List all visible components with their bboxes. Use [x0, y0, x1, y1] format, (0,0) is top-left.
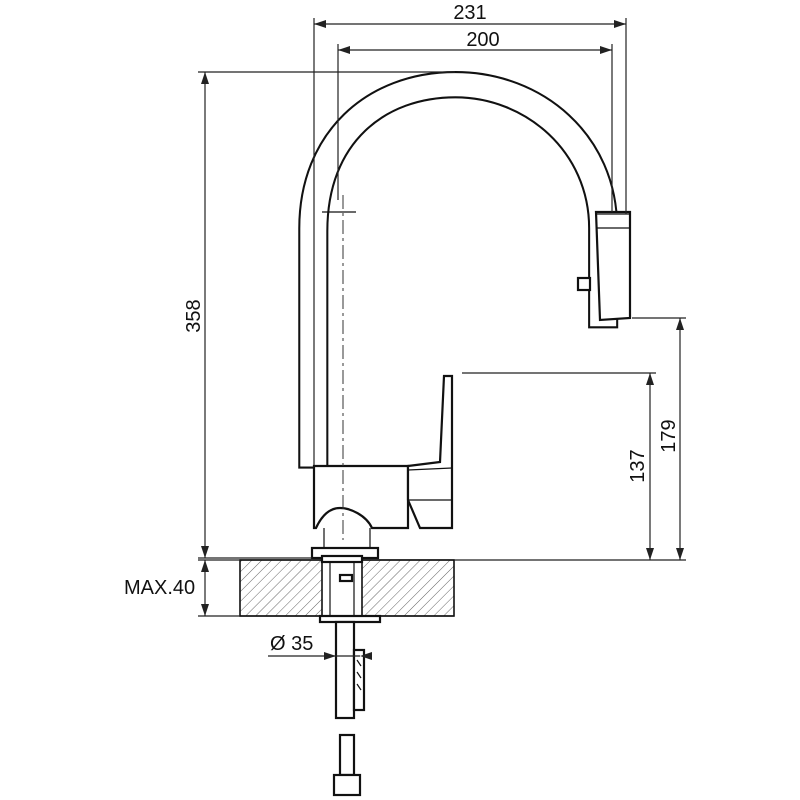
dim-total-height: 358 — [183, 71, 455, 559]
dim-spout-reach: 200 — [337, 29, 613, 212]
mounting-shank — [318, 554, 382, 797]
label-137: 137 — [627, 449, 649, 482]
main-body — [312, 464, 410, 530]
spout-gooseneck — [298, 71, 619, 469]
lever-handle — [406, 374, 454, 530]
label-diameter-35: Ø 35 — [270, 633, 313, 655]
dim-max-thickness: MAX.40 — [124, 559, 240, 617]
dim-lever-height: 137 — [462, 372, 656, 560]
countertop-section — [239, 559, 455, 617]
faucet-body — [298, 71, 632, 560]
label-200: 200 — [466, 29, 499, 51]
label-179: 179 — [658, 419, 680, 452]
spray-button — [576, 276, 592, 292]
dim-hole-diameter: Ø 35 — [268, 633, 372, 660]
dim-total-reach: 231 — [313, 2, 627, 465]
label-358: 358 — [183, 299, 205, 332]
label-max40: MAX.40 — [124, 577, 195, 599]
spray-head — [594, 210, 632, 322]
dim-spout-height: 179 — [454, 317, 686, 561]
label-231: 231 — [453, 2, 486, 24]
